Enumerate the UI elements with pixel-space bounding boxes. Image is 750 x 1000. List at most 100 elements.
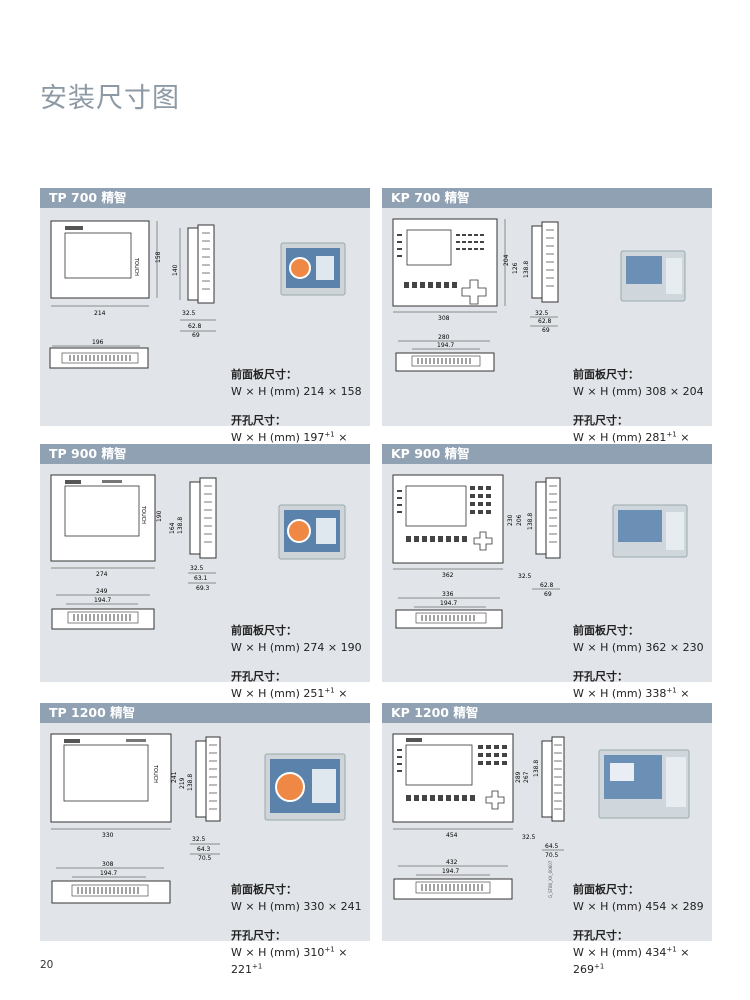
svg-text:454: 454 [446, 832, 458, 839]
front-h-tp900: 190 [340, 641, 362, 654]
svg-text:138.8: 138.8 [527, 513, 534, 530]
svg-text:TOUCH: TOUCH [133, 257, 139, 276]
svg-text:138.8: 138.8 [177, 517, 184, 534]
svg-text:TOUCH: TOUCH [140, 505, 146, 524]
front-w-tp1200: 330 [303, 900, 325, 913]
page-title: 安装尺寸图 [40, 83, 180, 114]
front-w-kp1200: 454 [645, 900, 667, 913]
svg-text:267: 267 [523, 771, 530, 783]
svg-text:32.5: 32.5 [192, 836, 206, 843]
svg-text:TOUCH: TOUCH [152, 764, 158, 783]
dimension-drawing-kp700: 308 204 126 138.8 32.5 62.8 69 280 194.7 [392, 218, 559, 372]
svg-text:32.5: 32.5 [522, 834, 536, 841]
front-h-tp1200: 241 [340, 900, 362, 913]
cut-w-kp1200: 434 [645, 946, 667, 959]
svg-text:230: 230 [507, 514, 514, 526]
svg-text:241: 241 [171, 771, 178, 783]
front-panel-label: 前面板尺寸： [231, 368, 297, 381]
svg-text:64.3: 64.3 [197, 846, 211, 853]
front-w-tp900: 274 [303, 641, 325, 654]
svg-text:138.8: 138.8 [187, 774, 194, 791]
panel-title-tp900: TP 900 精智 [40, 444, 370, 464]
panel-title-kp700: KP 700 精智 [382, 188, 712, 208]
dim-depth2-tp700: 62.8 [188, 323, 202, 330]
front-w-kp900: 362 [645, 641, 667, 654]
svg-text:164: 164 [169, 522, 176, 534]
front-w-kp700: 308 [645, 385, 667, 398]
svg-text:194.7: 194.7 [440, 600, 457, 607]
panel-card-kp1200: KP 1200 精智 454 289 267 138.8 32.5 64.5 [382, 703, 712, 976]
svg-text:194.7: 194.7 [437, 342, 454, 349]
svg-text:206: 206 [516, 514, 523, 526]
svg-text:289: 289 [515, 771, 522, 783]
specs-tp1200: 前面板尺寸： W × H (mm) 330 × 241 开孔尺寸： W × H … [231, 883, 362, 976]
svg-text:62.8: 62.8 [540, 582, 554, 589]
svg-text:308: 308 [102, 861, 114, 868]
svg-text:32.5: 32.5 [518, 573, 532, 580]
svg-text:69: 69 [544, 591, 552, 598]
product-photo-tp700 [280, 242, 346, 296]
svg-text:249: 249 [96, 588, 108, 595]
page-number: 20 [40, 959, 54, 971]
cut-h-kp1200: 269 [573, 963, 594, 976]
dim-bottom-tp700: 196 [92, 339, 104, 346]
front-h-kp700: 204 [682, 385, 704, 398]
svg-text:69.3: 69.3 [196, 585, 210, 592]
front-h-kp1200: 289 [682, 900, 704, 913]
front-h-kp900: 230 [682, 641, 704, 654]
svg-text:336: 336 [442, 591, 454, 598]
svg-text:362: 362 [442, 572, 454, 579]
dim-inner-h-tp700: 140 [172, 264, 179, 276]
cut-w-tp700: 197 [303, 431, 325, 444]
cut-h-tp1200: 221 [231, 963, 252, 976]
product-photo-tp1200 [264, 753, 346, 821]
cut-w-tp1200: 310 [303, 946, 325, 959]
panel-card-kp900: KP 900 精智 362 230 206 138.8 32.5 62.8 [382, 444, 712, 717]
svg-text:126: 126 [512, 262, 519, 274]
panel-title-kp1200: KP 1200 精智 [382, 703, 712, 723]
panel-card-kp700: KP 700 精智 308 204 126 138.8 32.5 62.8 [382, 188, 712, 461]
svg-text:204: 204 [503, 254, 510, 266]
product-photo-kp900 [612, 504, 688, 558]
svg-text:280: 280 [438, 334, 450, 341]
dimension-drawing-tp900: TOUCH 274 190 164 138.8 32.5 63.1 69.3 2… [50, 474, 217, 630]
panel-card-tp900: TP 900 精智 TOUCH 274 190 164 138.8 32.5 6… [40, 444, 370, 717]
svg-text:190: 190 [156, 510, 163, 522]
specs-tp900: 前面板尺寸： W × H (mm) 274 × 190 开孔尺寸： W × H … [231, 622, 370, 719]
svg-text:32.5: 32.5 [535, 310, 549, 317]
svg-text:138.8: 138.8 [523, 261, 530, 278]
svg-text:194.7: 194.7 [94, 597, 111, 604]
dim-depth3-tp700: 69 [192, 332, 200, 339]
svg-text:62.8: 62.8 [538, 318, 552, 325]
svg-text:63.1: 63.1 [194, 575, 208, 582]
product-photo-tp900 [278, 504, 346, 560]
svg-text:274: 274 [96, 571, 108, 578]
svg-text:194.7: 194.7 [442, 868, 459, 875]
svg-text:70.5: 70.5 [545, 852, 559, 859]
cut-w-kp700: 281 [645, 431, 667, 444]
svg-text:138.8: 138.8 [533, 760, 540, 777]
svg-text:330: 330 [102, 832, 114, 839]
product-photo-kp700 [620, 250, 686, 302]
dimension-drawing-kp900: 362 230 206 138.8 32.5 62.8 69 336 194.7 [392, 474, 561, 629]
svg-text:69: 69 [542, 327, 550, 334]
svg-text:219: 219 [179, 777, 186, 789]
panel-title-tp1200: TP 1200 精智 [40, 703, 370, 723]
svg-text:194.7: 194.7 [100, 870, 117, 877]
cutout-label: 开孔尺寸： [231, 414, 286, 427]
front-w-tp700: 214 [303, 385, 325, 398]
dim-width-tp700: 214 [94, 310, 106, 317]
svg-text:308: 308 [438, 315, 450, 322]
svg-text:64.5: 64.5 [545, 843, 559, 850]
dim-depth1-tp700: 32.5 [182, 310, 196, 317]
svg-text:32.5: 32.5 [190, 565, 204, 572]
svg-text:70.5: 70.5 [198, 855, 212, 862]
dim-height-tp700: 158 [155, 251, 162, 263]
specs-kp900: 前面板尺寸： W × H (mm) 362 × 230 开孔尺寸： W × H … [573, 622, 712, 719]
specs-kp1200: 前面板尺寸： W × H (mm) 454 × 289 开孔尺寸： W × H … [573, 883, 704, 976]
front-h-tp700: 158 [340, 385, 362, 398]
dimension-drawing-kp1200: 454 289 267 138.8 32.5 64.5 70.5 G_ST80_… [392, 733, 565, 900]
product-photo-kp1200 [598, 749, 690, 819]
panel-title-kp900: KP 900 精智 [382, 444, 712, 464]
svg-text:432: 432 [446, 859, 458, 866]
